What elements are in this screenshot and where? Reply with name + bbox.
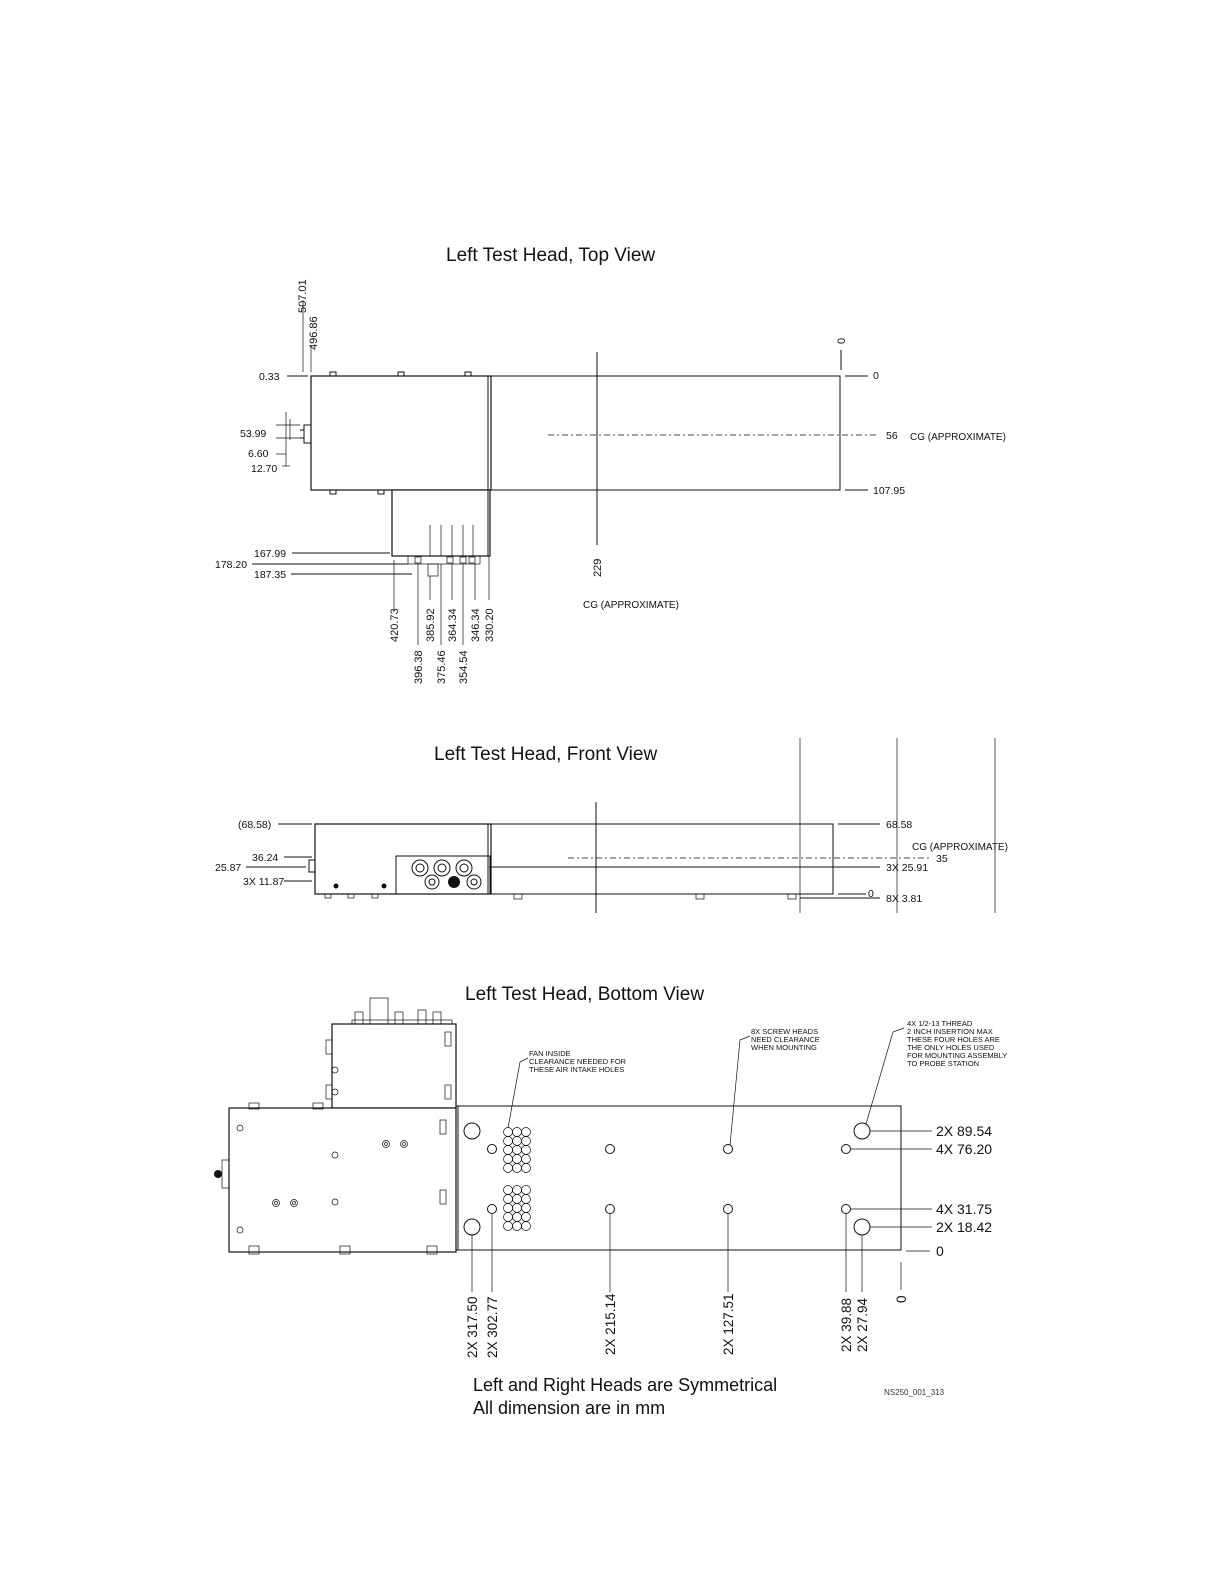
dim-2x-39-88: 2X 39.88 xyxy=(839,1298,854,1352)
front-probe-arm xyxy=(490,823,834,895)
top-view: 507.01 496.86 0.33 53.99 6.60 12.70 167.… xyxy=(215,279,1006,684)
dim-0-top: 0 xyxy=(836,338,848,344)
bottom-main-block xyxy=(228,1107,457,1253)
dim-12-70: 12.70 xyxy=(251,463,277,475)
front-head-body xyxy=(314,823,492,895)
footer-units-note: All dimension are in mm xyxy=(473,1398,666,1418)
drawing-code: NS250_001_313 xyxy=(884,1388,945,1397)
thread-note-5: FOR MOUNTING ASSEMBLY xyxy=(907,1051,1007,1060)
thread-note-6: TO PROBE STATION xyxy=(907,1059,979,1068)
dim-2x-317-50: 2X 317.50 xyxy=(465,1296,480,1358)
dim-178-20: 178.20 xyxy=(215,559,247,571)
dim-2x-27-94: 2X 27.94 xyxy=(855,1297,870,1352)
dim-229: 229 xyxy=(592,559,604,577)
dim-2x-18-42: 2X 18.42 xyxy=(936,1219,992,1235)
dim-0-front: 0 xyxy=(868,888,874,900)
dim-0-right: 0 xyxy=(873,370,879,382)
thread-note-2: 2 INCH INSERTION MAX xyxy=(907,1027,993,1036)
dim-2x-302-77: 2X 302.77 xyxy=(485,1296,500,1358)
dim-330-20: 330.20 xyxy=(484,608,496,642)
dim-396-38: 396.38 xyxy=(413,650,425,684)
screw-note-2: NEED CLEARANCE xyxy=(751,1035,820,1044)
top-probe-arm xyxy=(490,375,841,491)
dim-3x-11-87: 3X 11.87 xyxy=(243,876,284,888)
thread-note-3: THESE FOUR HOLES ARE xyxy=(907,1035,1000,1044)
bottom-view: FAN INSIDE CLEARANCE NEEDED FOR THESE AI… xyxy=(214,997,1007,1358)
bottom-upper-block xyxy=(331,1023,457,1109)
dim-4x-31-75: 4X 31.75 xyxy=(936,1201,992,1217)
dim-167-99: 167.99 xyxy=(254,548,286,560)
screw-note-1: 8X SCREW HEADS xyxy=(751,1027,818,1036)
dim-2x-89-54: 2X 89.54 xyxy=(936,1123,992,1139)
front-view-title: Left Test Head, Front View xyxy=(434,744,658,765)
footer-symmetry-note: Left and Right Heads are Symmetrical xyxy=(473,1375,778,1395)
dim-107-95: 107.95 xyxy=(873,485,905,497)
fan-note-2: CLEARANCE NEEDED FOR xyxy=(529,1057,627,1066)
thread-note-4: THE ONLY HOLES USED xyxy=(907,1043,995,1052)
dim-420-73: 420.73 xyxy=(389,608,401,642)
dim-346-34: 346.34 xyxy=(470,608,482,642)
bottom-plate xyxy=(455,1105,902,1251)
dim-187-35: 187.35 xyxy=(254,569,286,581)
dim-385-92: 385.92 xyxy=(425,608,437,642)
dim-68-58: 68.58 xyxy=(886,819,912,831)
dim-364-34: 364.34 xyxy=(447,608,459,642)
top-view-title: Left Test Head, Top View xyxy=(446,245,656,266)
dim-354-54: 354.54 xyxy=(458,650,470,684)
dim-6-60: 6.60 xyxy=(248,448,269,460)
fan-note-1: FAN INSIDE xyxy=(529,1049,571,1058)
fan-note-3: THESE AIR INTAKE HOLES xyxy=(529,1065,624,1074)
dim-36-24: 36.24 xyxy=(252,852,278,864)
dim-8x-3-81: 8X 3.81 xyxy=(886,893,922,905)
dim-56: 56 xyxy=(886,430,898,442)
dim-68-58-paren: (68.58) xyxy=(238,819,271,831)
dim-4x-76-20: 4X 76.20 xyxy=(936,1141,992,1157)
top-cg-right-label: CG (APPROXIMATE) xyxy=(910,432,1006,443)
bottom-view-title: Left Test Head, Bottom View xyxy=(465,984,705,1005)
top-head-body xyxy=(310,375,492,491)
front-cg-label: CG (APPROXIMATE) xyxy=(912,842,1008,853)
top-cg-below-label: CG (APPROXIMATE) xyxy=(583,600,679,611)
thread-note-1: 4X 1/2-13 THREAD xyxy=(907,1019,973,1028)
dim-0-bottom-right: 0 xyxy=(936,1243,944,1259)
dim-507-01: 507.01 xyxy=(297,279,309,313)
dim-3x-25-91: 3X 25.91 xyxy=(886,862,928,874)
dim-375-46: 375.46 xyxy=(436,650,448,684)
dim-496-86: 496.86 xyxy=(308,316,320,350)
air-intake-holes xyxy=(503,1127,531,1231)
dim-53-99: 53.99 xyxy=(240,428,266,440)
dim-0-33: 0.33 xyxy=(259,371,280,383)
dim-35: 35 xyxy=(936,853,948,865)
front-view: (68.58) 36.24 25.87 3X 11.87 68.58 CG (A… xyxy=(215,738,1008,913)
dim-2x-127-51: 2X 127.51 xyxy=(721,1293,736,1355)
screw-note-3: WHEN MOUNTING xyxy=(751,1043,817,1052)
dim-0-bottom: 0 xyxy=(894,1295,909,1303)
dim-25-87: 25.87 xyxy=(215,862,241,874)
dim-2x-215-14: 2X 215.14 xyxy=(603,1293,618,1355)
